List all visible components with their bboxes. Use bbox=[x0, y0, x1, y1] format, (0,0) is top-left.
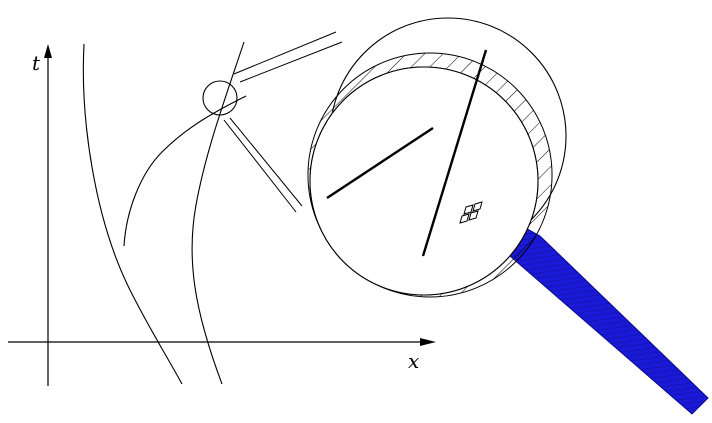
world-line-left bbox=[82, 43, 183, 385]
axes bbox=[8, 44, 436, 386]
world-line-right bbox=[191, 41, 245, 385]
x-axis-arrowhead bbox=[420, 338, 436, 346]
x-axis-label: x bbox=[408, 349, 419, 373]
t-axis-arrowhead bbox=[44, 44, 52, 58]
world-line-crossing bbox=[123, 95, 247, 247]
magnifier-lens bbox=[309, 66, 539, 296]
window-pane-glint-icon bbox=[459, 201, 483, 224]
event-circle bbox=[202, 80, 238, 116]
magnifier-projection-lines bbox=[223, 31, 343, 213]
magnifier-handle bbox=[509, 225, 709, 415]
t-axis-label: t bbox=[32, 51, 41, 75]
world-lines bbox=[82, 41, 247, 385]
magnified-world-lines bbox=[326, 49, 488, 257]
magnifier bbox=[307, 17, 709, 415]
